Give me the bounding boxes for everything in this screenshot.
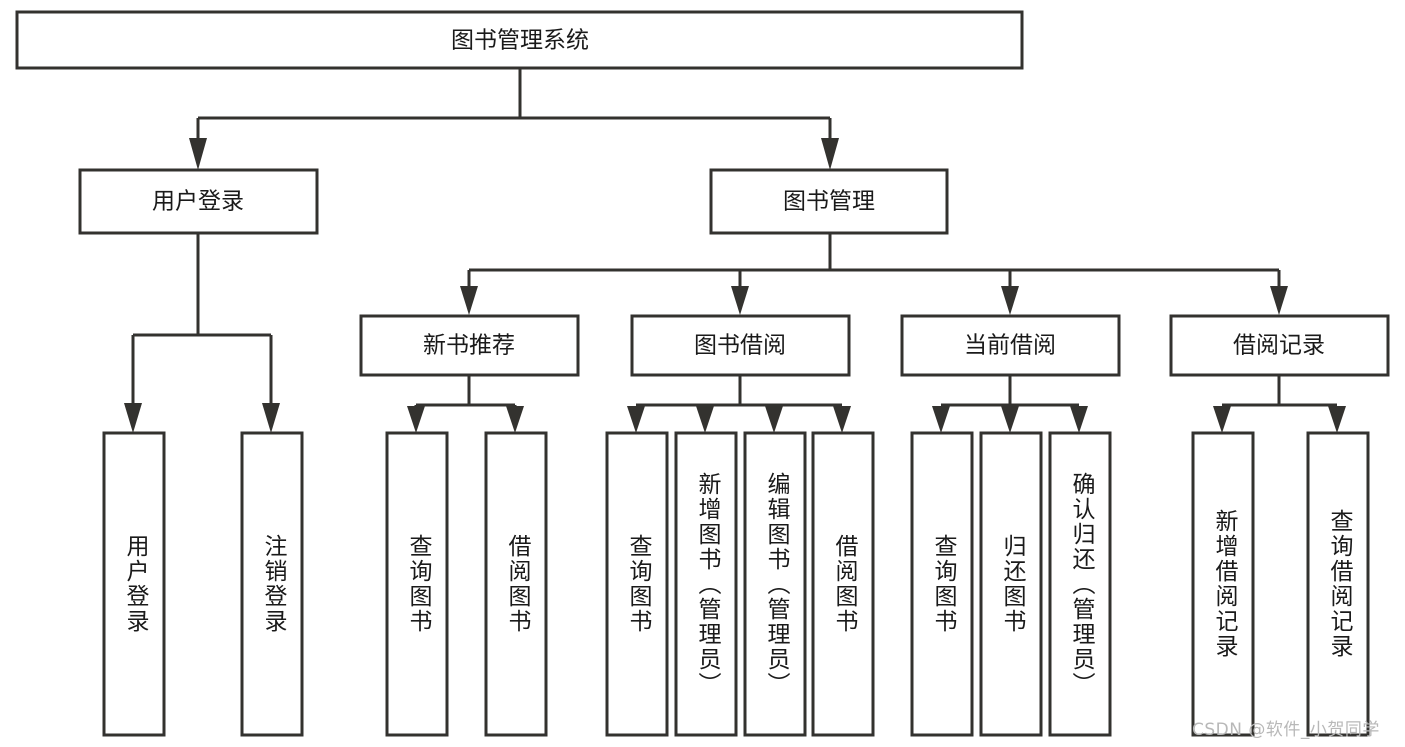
node-current-borrow-box[interactable] xyxy=(900,314,1121,377)
node-leaf-user-logout-box[interactable] xyxy=(240,431,304,737)
connector-root-to-level2 xyxy=(189,68,839,170)
arrow-head-leaf-add-book xyxy=(696,406,714,433)
node-leaf-edit-book-box[interactable] xyxy=(743,431,807,737)
arrow-head-leaf-edit-book xyxy=(765,406,783,433)
node-leaf-add-record-box[interactable] xyxy=(1191,431,1255,737)
connector-new-book-recommend-to-leaves xyxy=(407,375,524,433)
node-leaf-user-login-box[interactable] xyxy=(102,431,166,737)
node-book-borrow-label: 图书借阅 xyxy=(694,333,786,359)
arrow-head-leaf-borrow-book-2 xyxy=(833,406,851,433)
connector-current-borrow-to-leaves xyxy=(932,375,1088,433)
csdn-watermark: CSDN @软件_小贺同学 xyxy=(1192,720,1380,740)
node-leaf-return-book-box[interactable] xyxy=(979,431,1043,737)
node-new-book-recommend-label: 新书推荐 xyxy=(423,333,515,359)
node-user-login-box[interactable] xyxy=(78,168,319,235)
node-borrow-record-label: 借阅记录 xyxy=(1233,333,1325,359)
arrow-head-leaf-return-book xyxy=(1001,406,1019,433)
node-leaf-query-book-1-box[interactable] xyxy=(385,431,449,737)
arrow-head-new-book-recommend xyxy=(460,286,478,315)
node-borrow-record[interactable]: 借阅记录 xyxy=(1169,314,1390,377)
connector-book-manage-to-level3 xyxy=(460,233,1288,315)
leaf-boxes xyxy=(102,431,1370,737)
node-leaf-add-book-box[interactable] xyxy=(674,431,738,737)
node-root-box[interactable] xyxy=(15,10,1024,70)
arrow-head-leaf-query-book-2 xyxy=(627,406,645,433)
node-book-manage[interactable]: 图书管理 xyxy=(709,168,949,235)
connector-borrow-record-to-leaves xyxy=(1213,375,1346,433)
arrow-head-book-manage xyxy=(821,138,839,170)
arrow-head-leaf-confirm-return xyxy=(1070,406,1088,433)
arrow-head-leaf-user-login xyxy=(124,403,142,433)
node-leaf-query-book-2-box[interactable] xyxy=(605,431,669,737)
node-book-borrow-box[interactable] xyxy=(630,314,851,377)
node-new-book-recommend[interactable]: 新书推荐 xyxy=(359,314,580,377)
arrow-head-user-login xyxy=(189,138,207,170)
connector-book-borrow-to-leaves xyxy=(627,375,851,433)
node-borrow-record-box[interactable] xyxy=(1169,314,1390,377)
node-leaf-borrow-book-1-box[interactable] xyxy=(484,431,548,737)
connector-user-login-to-leaves xyxy=(124,233,280,433)
node-current-borrow-label: 当前借阅 xyxy=(964,333,1056,359)
arrow-head-leaf-user-logout xyxy=(262,403,280,433)
arrow-head-leaf-query-book-1 xyxy=(407,406,425,433)
node-leaf-confirm-return-box[interactable] xyxy=(1048,431,1112,737)
node-leaf-query-record-box[interactable] xyxy=(1306,431,1370,737)
node-book-borrow[interactable]: 图书借阅 xyxy=(630,314,851,377)
node-leaf-query-book-3-box[interactable] xyxy=(910,431,974,737)
node-root-label: 图书管理系统 xyxy=(451,28,589,54)
node-book-manage-box[interactable] xyxy=(709,168,949,235)
node-book-manage-label: 图书管理 xyxy=(783,189,875,215)
node-user-login[interactable]: 用户登录 xyxy=(78,168,319,235)
node-root[interactable]: 图书管理系统 xyxy=(15,10,1024,70)
arrow-head-leaf-query-book-3 xyxy=(932,406,950,433)
arrow-head-leaf-borrow-book-1 xyxy=(506,406,524,433)
arrow-head-leaf-query-record xyxy=(1328,406,1346,433)
arrow-head-book-borrow xyxy=(731,286,749,315)
arrow-head-current-borrow xyxy=(1001,286,1019,315)
node-user-login-label: 用户登录 xyxy=(152,189,244,215)
node-current-borrow[interactable]: 当前借阅 xyxy=(900,314,1121,377)
arrow-head-leaf-add-record xyxy=(1213,406,1231,433)
node-leaf-borrow-book-2-box[interactable] xyxy=(811,431,875,737)
node-new-book-recommend-box[interactable] xyxy=(359,314,580,377)
arrow-head-borrow-record xyxy=(1270,286,1288,315)
